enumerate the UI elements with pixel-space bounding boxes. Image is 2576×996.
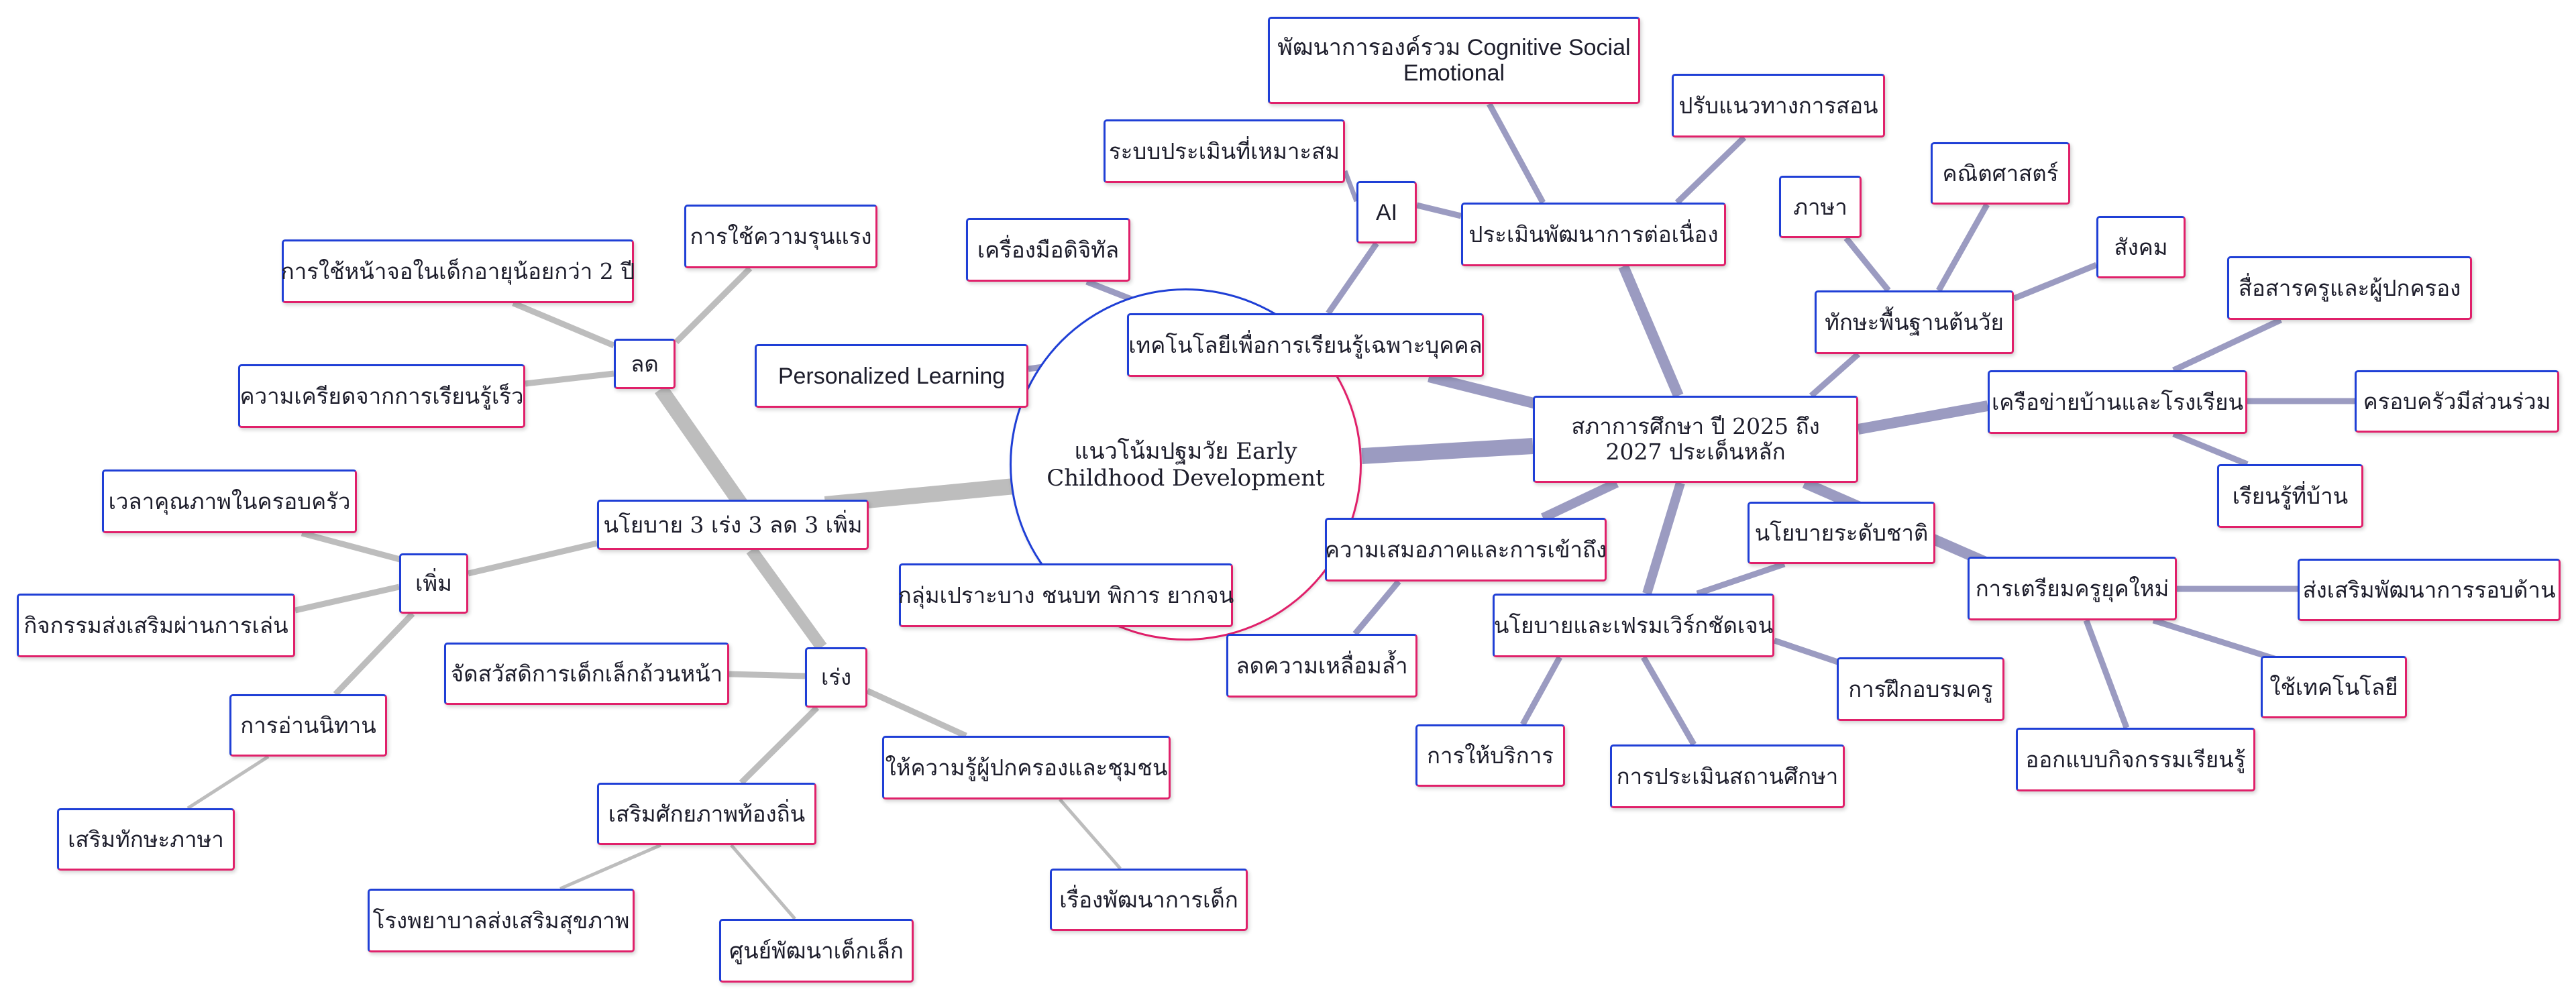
- root-label: แนวโน้มปฐมวัย Early Childhood Developmen…: [1046, 437, 1325, 492]
- network-home-learning-node[interactable]: เรียนรู้ที่บ้าน: [2217, 464, 2363, 528]
- tech-tools-node[interactable]: เครื่องมือดิจิทัล: [966, 218, 1130, 282]
- reduce-violence-node[interactable]: การใช้ความรุนแรง: [684, 205, 877, 268]
- tech-personalized-node[interactable]: Personalized Learning: [755, 344, 1028, 408]
- increase-family-time-node[interactable]: เวลาคุณภาพในครอบครัว: [102, 469, 357, 533]
- edge-hub-skills: [1809, 351, 1860, 398]
- knowledge-development-node[interactable]: เรื่องพัฒนาการเด็ก: [1050, 869, 1248, 931]
- accelerate-knowledge-node[interactable]: ให้ความรู้ผู้ปกครองและชุมชน: [882, 736, 1171, 799]
- design-activities-node[interactable]: ออกแบบกิจกรรมเรียนรู้: [2016, 728, 2255, 791]
- school-evaluation-node[interactable]: การประเมินสถานศึกษา: [1610, 744, 1845, 808]
- reduce-screen-node[interactable]: การใช้หน้าจอในเด็กอายุน้อยกว่า 2 ปี: [281, 239, 635, 303]
- tech-node[interactable]: เทคโนโลยีเพื่อการเรียนรู้เฉพาะบุคคล: [1127, 313, 1484, 377]
- edge-reading-language: [186, 755, 270, 810]
- vulnerable-node[interactable]: กลุ่มเปราะบาง ชนบท พิการ ยากจน: [898, 563, 1234, 627]
- edge-reduce-stress: [525, 370, 614, 387]
- increase-reading-node[interactable]: การอ่านนิทาน: [229, 694, 387, 757]
- edge-skills-social: [2012, 262, 2098, 302]
- reduce-inequality-node[interactable]: ลดความเหลื่อมล้ำ: [1226, 634, 1417, 698]
- edge-assessment-holistic: [1487, 102, 1546, 205]
- edge-local-hospital: [559, 843, 661, 891]
- edge-framework-national: [1696, 561, 1786, 597]
- edge-network-communicate: [2172, 317, 2282, 374]
- framework-node[interactable]: นโยบายและเฟรมเวิร์กชัดเจน: [1493, 594, 1774, 657]
- adjust-teaching-node[interactable]: ปรับแนวทางการสอน: [1672, 74, 1885, 137]
- edge-assessment-adjust: [1674, 135, 1747, 205]
- edge-tech-ai: [1326, 241, 1379, 315]
- reading-language-node[interactable]: เสริมทักษะภาษา: [57, 808, 235, 871]
- edge-framework-service: [1520, 655, 1562, 726]
- edge-policy-increase: [467, 540, 598, 577]
- hub-node[interactable]: สภาการศึกษา ปี 2025 ถึง 2027 ประเด็นหลัก: [1533, 396, 1858, 483]
- edge-hub-equity: [1541, 478, 1619, 522]
- edge-skills-language: [1843, 236, 1891, 292]
- edge-skills-math: [1936, 203, 1990, 292]
- edge-hub-network: [1857, 400, 1989, 435]
- increase-node[interactable]: เพิ่ม: [399, 553, 468, 614]
- skill-social-node[interactable]: สังคม: [2096, 216, 2186, 278]
- use-technology-node[interactable]: ใช้เทคโนโลยี: [2261, 656, 2407, 718]
- edge-policy-accelerate: [746, 546, 827, 651]
- edge-policy-reduce: [654, 384, 748, 509]
- ai-assessment-node[interactable]: ระบบประเมินที่เหมาะสม: [1104, 119, 1345, 183]
- edge-accelerate-welfare: [729, 671, 806, 679]
- teachers-node[interactable]: การเตรียมครูยุคใหม่: [1968, 557, 2177, 620]
- edge-reduce-screen: [512, 300, 615, 349]
- service-provision-node[interactable]: การให้บริการ: [1415, 724, 1565, 787]
- edge-accelerate-knowledge: [866, 687, 967, 739]
- local-childcare-node[interactable]: ศูนย์พัฒนาเด็กเล็ก: [719, 919, 914, 983]
- edge-ai-assessment: [1415, 202, 1462, 219]
- tech-ai-node[interactable]: AI: [1356, 181, 1417, 243]
- local-hospital-node[interactable]: โรงพยาบาลส่งเสริมสุขภาพ: [368, 889, 635, 952]
- skill-math-node[interactable]: คณิตศาสตร์: [1931, 142, 2070, 205]
- edge-increase-play: [294, 584, 400, 614]
- edge-hub-assessment: [1618, 264, 1684, 398]
- holistic-support-node[interactable]: ส่งเสริมพัฒนาการรอบด้าน: [2298, 559, 2561, 621]
- edge-ai-child: [1342, 170, 1359, 203]
- edge-hub-framework: [1642, 481, 1685, 596]
- national-policy-node[interactable]: นโยบายระดับชาติ: [1748, 502, 1935, 564]
- edge-knowledge-dev: [1059, 798, 1122, 870]
- edge-local-childcare: [730, 844, 796, 920]
- increase-play-node[interactable]: กิจกรรมส่งเสริมผ่านการเล่น: [17, 594, 295, 657]
- assessment-node[interactable]: ประเมินพัฒนาการต่อเนื่อง: [1461, 203, 1726, 266]
- accelerate-node[interactable]: เร่ง: [805, 647, 867, 708]
- edge-equity-inequality: [1352, 579, 1401, 636]
- edge-reduce-violence: [674, 266, 753, 345]
- edge-network-home: [2172, 431, 2249, 467]
- teacher-training-node[interactable]: การฝึกอบรมครู: [1837, 657, 2004, 721]
- accelerate-welfare-node[interactable]: จัดสวัสดิการเด็กเล็กถ้วนหน้า: [444, 643, 729, 705]
- skill-language-node[interactable]: ภาษา: [1779, 176, 1862, 238]
- edge-teachers-design: [2083, 619, 2130, 729]
- policy-node[interactable]: นโยบาย 3 เร่ง 3 ลด 3 เพิ่ม: [597, 500, 869, 550]
- edge-increase-family: [301, 530, 404, 563]
- network-communicate-node[interactable]: สื่อสารครูและผู้ปกครอง: [2227, 256, 2472, 320]
- reduce-stress-node[interactable]: ความเครียดจากการเรียนรู้เร็ว: [238, 364, 525, 428]
- edge-root-hub: [1361, 438, 1534, 464]
- network-node[interactable]: เครือข่ายบ้านและโรงเรียน: [1988, 370, 2247, 434]
- reduce-node[interactable]: ลด: [614, 339, 676, 389]
- equity-node[interactable]: ความเสมอภาคและการเข้าถึง: [1325, 518, 1607, 582]
- edge-tech-hub: [1428, 372, 1538, 409]
- edge-increase-reading: [333, 611, 415, 697]
- edge-teachers-technology: [2152, 617, 2282, 664]
- holistic-development-node[interactable]: พัฒนาการองค์รวม Cognitive Social Emotion…: [1268, 17, 1640, 104]
- network-family-node[interactable]: ครอบครัวมีส่วนร่วม: [2355, 370, 2559, 433]
- basic-skills-node[interactable]: ทักษะพื้นฐานต้นวัย: [1815, 290, 2014, 354]
- edge-framework-evaluation: [1641, 655, 1697, 746]
- accelerate-local-node[interactable]: เสริมศักยภาพท้องถิ่น: [597, 783, 816, 845]
- edge-accelerate-local: [739, 705, 820, 785]
